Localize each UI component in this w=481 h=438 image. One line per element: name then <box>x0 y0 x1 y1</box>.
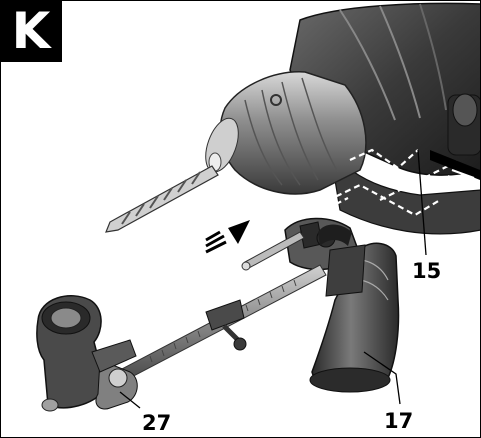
drill-chuck <box>205 71 367 195</box>
leader-lines <box>119 149 427 409</box>
depth-stop-rod <box>119 231 327 381</box>
auxiliary-handle <box>284 217 400 393</box>
figure-badge-letter: K <box>11 2 51 60</box>
leader-line-17 <box>363 351 401 405</box>
callout-17: 17 <box>384 409 414 433</box>
insertion-arrow <box>205 150 480 254</box>
callout-27: 27 <box>142 411 172 435</box>
drill-bit <box>105 165 219 233</box>
figure-badge: K <box>0 0 62 62</box>
leader-line-15 <box>417 149 427 256</box>
leader-line-27 <box>119 391 141 409</box>
callout-15: 15 <box>412 259 442 283</box>
